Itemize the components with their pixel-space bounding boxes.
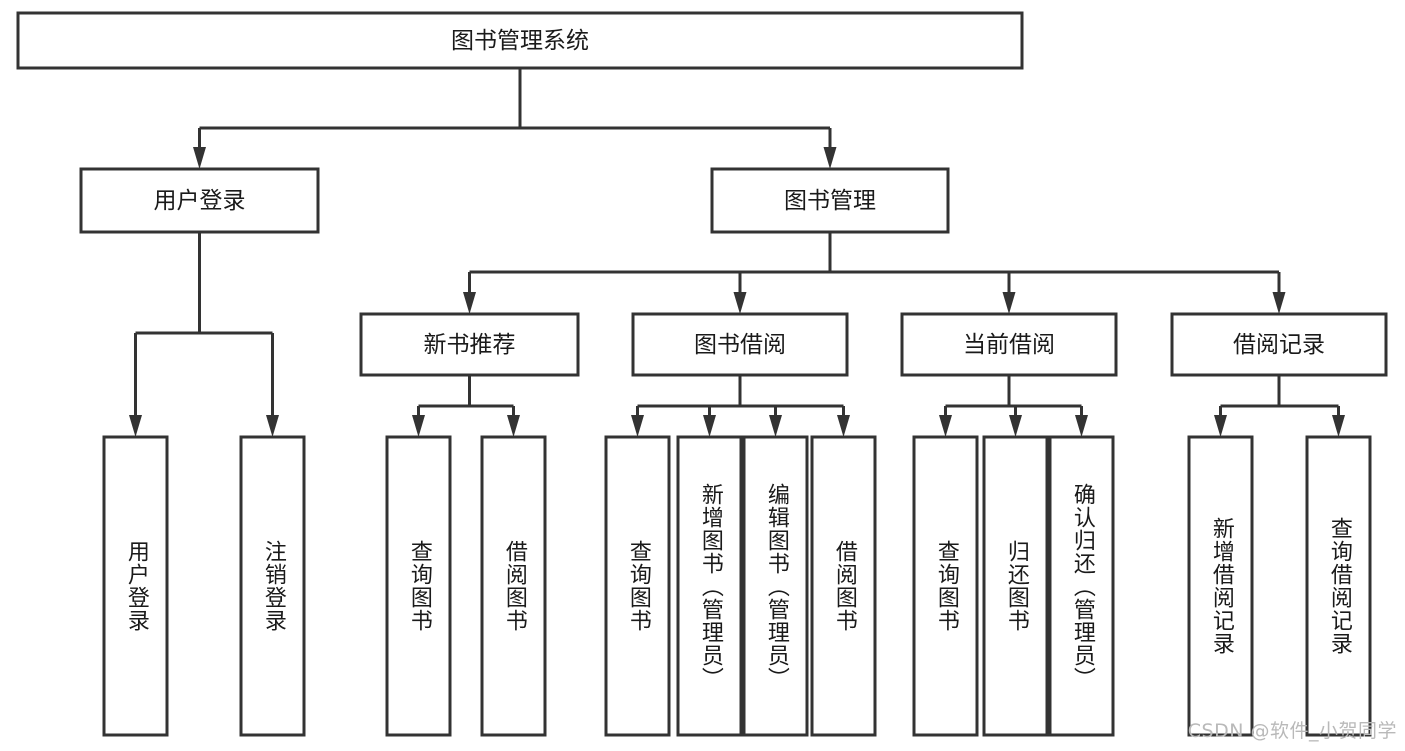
node-box-bb-edit-book[interactable]: [742, 435, 809, 737]
node-box-user-login-do[interactable]: [102, 435, 169, 737]
edge-current-borrow-to-cb-query-book-arrowhead: [939, 415, 952, 437]
edge-book-borrow-to-bb-query-book-arrowhead: [631, 415, 644, 437]
edge-root-to-l2-0-arrowhead: [193, 147, 206, 169]
node-box-bb-add-book[interactable]: [676, 435, 743, 737]
edge-borrow-records-to-br-query-record-arrowhead: [1332, 415, 1345, 437]
node-box-bb-borrow-book[interactable]: [810, 435, 877, 737]
node-label-book-management: 图书管理: [784, 188, 876, 214]
node-box-user-logout[interactable]: [239, 435, 306, 737]
node-box-br-query-record[interactable]: [1305, 435, 1372, 737]
csdn-watermark: CSDN @软件_小贺同学: [1187, 720, 1397, 742]
node-label-root: 图书管理系统: [451, 28, 589, 54]
node-label-user-login: 用户登录: [154, 188, 246, 214]
node-label-borrow-records: 借阅记录: [1233, 332, 1325, 358]
edge-user-login-to-user-logout-arrowhead: [266, 415, 279, 437]
node-box-book-borrow[interactable]: [631, 312, 849, 377]
edge-book-borrow-to-bb-edit-book-arrowhead: [769, 415, 782, 437]
node-box-borrow-records[interactable]: [1170, 312, 1388, 377]
node-box-cb-query-book[interactable]: [912, 435, 979, 737]
edge-book-management-to-current-borrow-arrowhead: [1002, 292, 1016, 314]
edge-book-management-to-new-book-recommend-arrowhead: [463, 292, 476, 314]
node-box-user-login[interactable]: [79, 167, 320, 234]
edge-book-management-to-borrow-records-arrowhead: [1272, 292, 1286, 314]
node-box-cb-return-book[interactable]: [982, 435, 1049, 737]
edge-new-book-recommend-to-nb-query-book-arrowhead: [412, 415, 425, 437]
node-label-current-borrow: 当前借阅: [963, 332, 1055, 358]
edge-root-to-l2-1-arrowhead: [823, 147, 837, 169]
edge-book-borrow-to-bb-borrow-book-arrowhead: [837, 415, 850, 437]
boxes-layer: [16, 11, 1388, 737]
node-box-current-borrow[interactable]: [900, 312, 1118, 377]
edge-user-login-to-user-login-do-arrowhead: [129, 415, 142, 437]
node-box-nb-borrow-book[interactable]: [480, 435, 547, 737]
edge-book-borrow-to-bb-add-book-arrowhead: [703, 415, 716, 437]
node-box-root[interactable]: [16, 11, 1024, 70]
node-box-cb-confirm-return[interactable]: [1048, 435, 1115, 737]
node-box-bb-query-book[interactable]: [604, 435, 671, 737]
edge-current-borrow-to-cb-return-book-arrowhead: [1009, 415, 1022, 437]
node-box-new-book-recommend[interactable]: [359, 312, 580, 377]
node-label-new-book-recommend: 新书推荐: [424, 332, 516, 358]
node-box-br-add-record[interactable]: [1187, 435, 1254, 737]
connectors-layer: [129, 68, 1345, 437]
edge-current-borrow-to-cb-confirm-return-arrowhead: [1075, 415, 1088, 437]
node-box-nb-query-book[interactable]: [385, 435, 452, 737]
edge-new-book-recommend-to-nb-borrow-book-arrowhead: [507, 415, 520, 437]
node-box-book-management[interactable]: [710, 167, 950, 234]
edge-book-management-to-book-borrow-arrowhead: [733, 292, 747, 314]
edge-borrow-records-to-br-add-record-arrowhead: [1214, 415, 1227, 437]
node-label-book-borrow: 图书借阅: [694, 332, 786, 358]
